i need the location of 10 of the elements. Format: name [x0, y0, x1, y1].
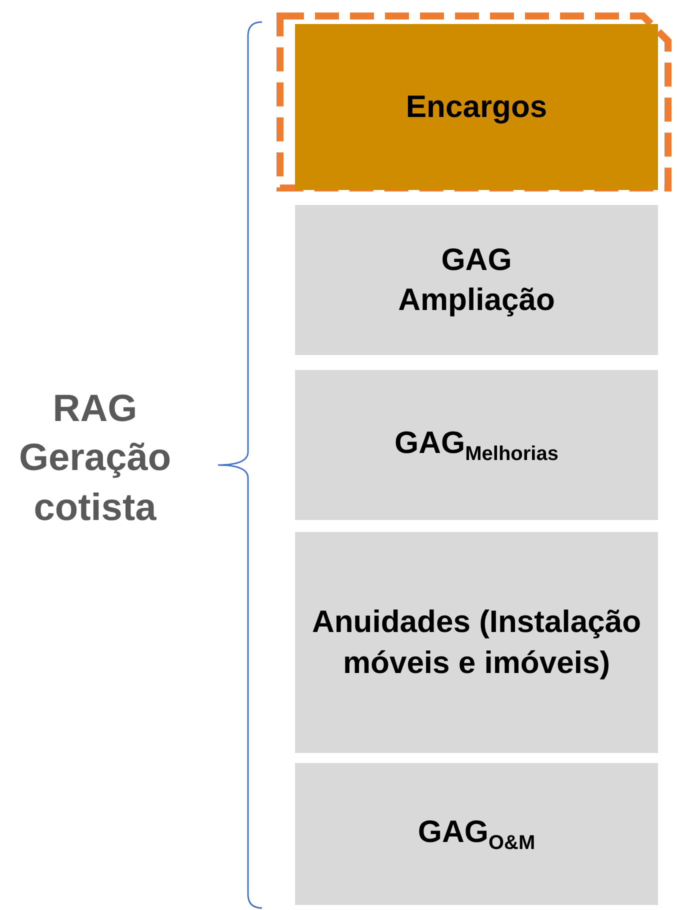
- stack-box: [295, 532, 658, 753]
- box-label: GAG$_{O&M}$: [418, 813, 536, 856]
- stack-box: [295, 205, 658, 355]
- box-label: Encargos: [406, 88, 548, 126]
- stack-box: [295, 370, 658, 520]
- stack-box: [295, 763, 658, 905]
- box-label: GAG Ampliação: [397, 240, 556, 319]
- group-label: RAG Geração cotista: [18, 387, 172, 531]
- box-label: GAG$_{Melhorias}$: [394, 424, 558, 467]
- box-label: Anuidades (Instalação móveis e imóveis): [312, 603, 642, 682]
